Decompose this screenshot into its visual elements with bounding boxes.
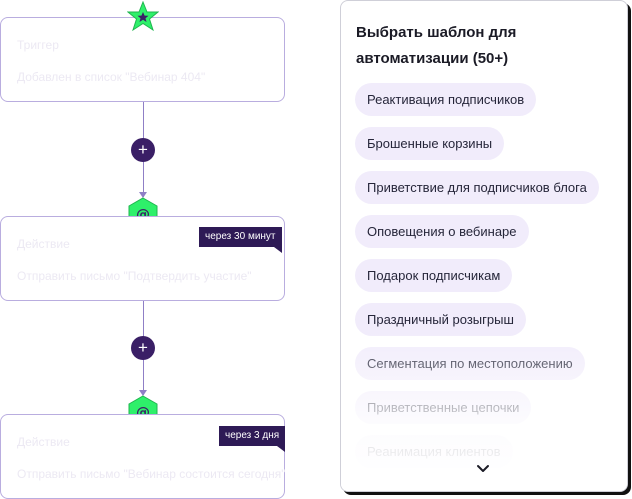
delay-badge: через 3 дня <box>219 426 286 452</box>
template-chip[interactable]: Приветственные цепочки <box>355 391 532 424</box>
panel-title: Выбрать шаблон для автоматизации (50+) <box>356 24 517 67</box>
arrow-down-icon <box>139 390 147 396</box>
add-step-button[interactable]: + <box>131 336 155 360</box>
template-chip[interactable]: Сегментация по местоположению <box>355 347 585 380</box>
template-chip[interactable]: Брошенные корзины <box>355 127 505 160</box>
card-title: Действие <box>17 435 70 449</box>
chevron-down-icon[interactable] <box>475 462 491 474</box>
template-chip[interactable]: Приветствие для подписчиков блога <box>355 171 599 204</box>
template-chip[interactable]: Праздничный розыгрыш <box>355 303 526 336</box>
template-chip[interactable]: Реактивация подписчиков <box>355 83 537 116</box>
add-step-button[interactable]: + <box>131 138 155 162</box>
trigger-card[interactable]: Триггер Добавлен в список "Вебинар 404" <box>0 17 285 102</box>
card-description: Отправить письмо "Подтвердить участие" <box>17 269 252 283</box>
card-description: Добавлен в список "Вебинар 404" <box>17 70 206 84</box>
template-panel: Выбрать шаблон для автоматизации (50+) Р… <box>340 0 628 492</box>
template-chip[interactable]: Подарок подписчикам <box>355 259 513 292</box>
card-title: Триггер <box>17 38 59 52</box>
template-chip[interactable]: Оповещения о вебинаре <box>355 215 529 248</box>
star-icon <box>126 0 160 33</box>
card-description: Отправить письмо "Вебинар состоится сего… <box>17 467 286 481</box>
arrow-down-icon <box>139 192 147 198</box>
card-title: Действие <box>17 237 70 251</box>
delay-badge: через 30 минут <box>199 227 282 253</box>
